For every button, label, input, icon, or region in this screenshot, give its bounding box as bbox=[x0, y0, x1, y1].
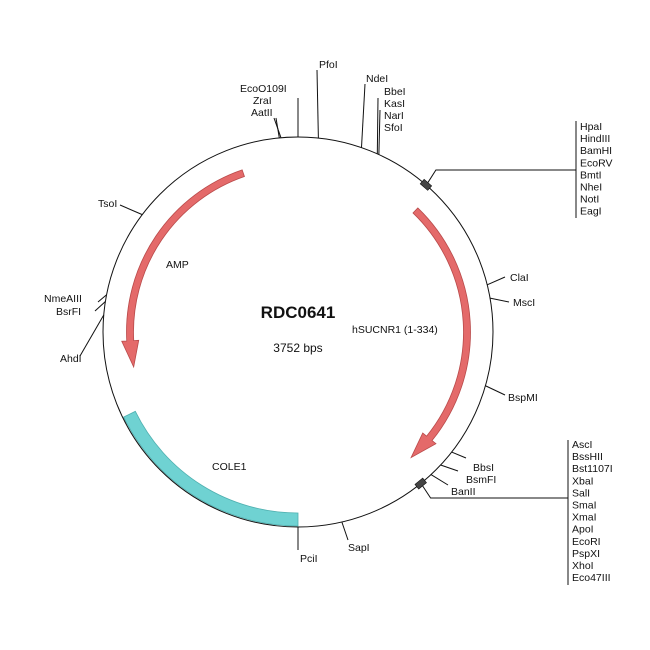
site-kasi: KasI bbox=[384, 98, 405, 110]
tick-zrai bbox=[273, 117, 282, 138]
tick-tsoi bbox=[119, 204, 143, 216]
site-bbei: BbeI bbox=[384, 86, 406, 98]
site-nhei: NheI bbox=[580, 182, 602, 194]
site-bamhi: BamHI bbox=[580, 145, 612, 157]
hsucnr1-arrow bbox=[410, 207, 471, 459]
site-apoi: ApoI bbox=[572, 524, 594, 536]
site-ndei: NdeI bbox=[366, 73, 388, 85]
insert-label: hSUCNR1 (1-334) bbox=[352, 324, 438, 336]
site-bbsi: BbsI bbox=[473, 462, 494, 474]
tick-bsmfi bbox=[440, 464, 459, 472]
amp-label: AMP bbox=[166, 259, 189, 271]
site-pfoi: PfoI bbox=[319, 59, 338, 71]
tick-bsrfi bbox=[94, 301, 106, 312]
tick-ndei bbox=[360, 83, 366, 148]
site-clai: ClaI bbox=[510, 272, 529, 284]
site-zrai: ZraI bbox=[253, 95, 272, 107]
tick-bspmi bbox=[485, 385, 506, 396]
tick-ahdi bbox=[79, 314, 105, 357]
tick-banii bbox=[430, 474, 449, 486]
mcs2-label-group: AscIBssHIIBst1107IXbaISalISmaIXmaIApoIEc… bbox=[422, 439, 613, 585]
site-sali: SalI bbox=[572, 487, 590, 499]
site-msci: MscI bbox=[513, 297, 535, 309]
site-bsmfi: BsmFI bbox=[466, 474, 496, 486]
tick-bbsi bbox=[451, 451, 467, 459]
site-banii: BanII bbox=[451, 486, 476, 498]
tick-bbei bbox=[376, 97, 379, 154]
site-ecorv: EcoRV bbox=[580, 157, 613, 169]
site-pcii: PciI bbox=[300, 553, 318, 565]
site-bsrfi: BsrFI bbox=[56, 306, 81, 318]
tick-nari bbox=[378, 109, 381, 155]
tick-msci bbox=[489, 297, 510, 303]
site-ahdi: AhdI bbox=[60, 353, 82, 365]
site-nari: NarI bbox=[384, 110, 404, 122]
site-aatii: AatII bbox=[251, 107, 273, 119]
site-hindiii: HindIII bbox=[580, 133, 610, 145]
site-tsoi: TsoI bbox=[98, 198, 117, 210]
plasmid-name: RDC0641 bbox=[261, 303, 336, 322]
site-pspxi: PspXI bbox=[572, 548, 600, 560]
site-bst1107i: Bst1107I bbox=[572, 463, 613, 475]
cole1-band bbox=[123, 410, 299, 527]
site-eco47iii: Eco47III bbox=[572, 572, 611, 584]
tick-pfoi bbox=[316, 69, 319, 139]
tick-sapi bbox=[341, 521, 349, 541]
site-xbai: XbaI bbox=[572, 475, 594, 487]
site-bsshii: BssHII bbox=[572, 451, 603, 463]
site-xhoi: XhoI bbox=[572, 560, 594, 572]
site-eagi: EagI bbox=[580, 206, 602, 218]
site-nmeaiii: NmeAIII bbox=[44, 293, 82, 305]
site-ecoo109i: EcoO109I bbox=[240, 83, 287, 95]
site-hpai: HpaI bbox=[580, 121, 602, 133]
site-asci: AscI bbox=[572, 439, 592, 451]
site-noti: NotI bbox=[580, 194, 599, 206]
site-sfoi: SfoI bbox=[384, 122, 403, 134]
site-xmai: XmaI bbox=[572, 512, 597, 524]
tick-nmeaiii bbox=[97, 294, 107, 303]
site-sapi: SapI bbox=[348, 542, 370, 554]
plasmid-size: 3752 bps bbox=[273, 341, 322, 355]
site-ecori: EcoRI bbox=[572, 536, 601, 548]
tick-clai bbox=[487, 276, 506, 286]
cole1-label: COLE1 bbox=[212, 461, 247, 473]
site-bspmi: BspMI bbox=[508, 392, 538, 404]
site-bmti: BmtI bbox=[580, 169, 602, 181]
site-smai: SmaI bbox=[572, 500, 597, 512]
amp-arrow bbox=[121, 169, 245, 369]
